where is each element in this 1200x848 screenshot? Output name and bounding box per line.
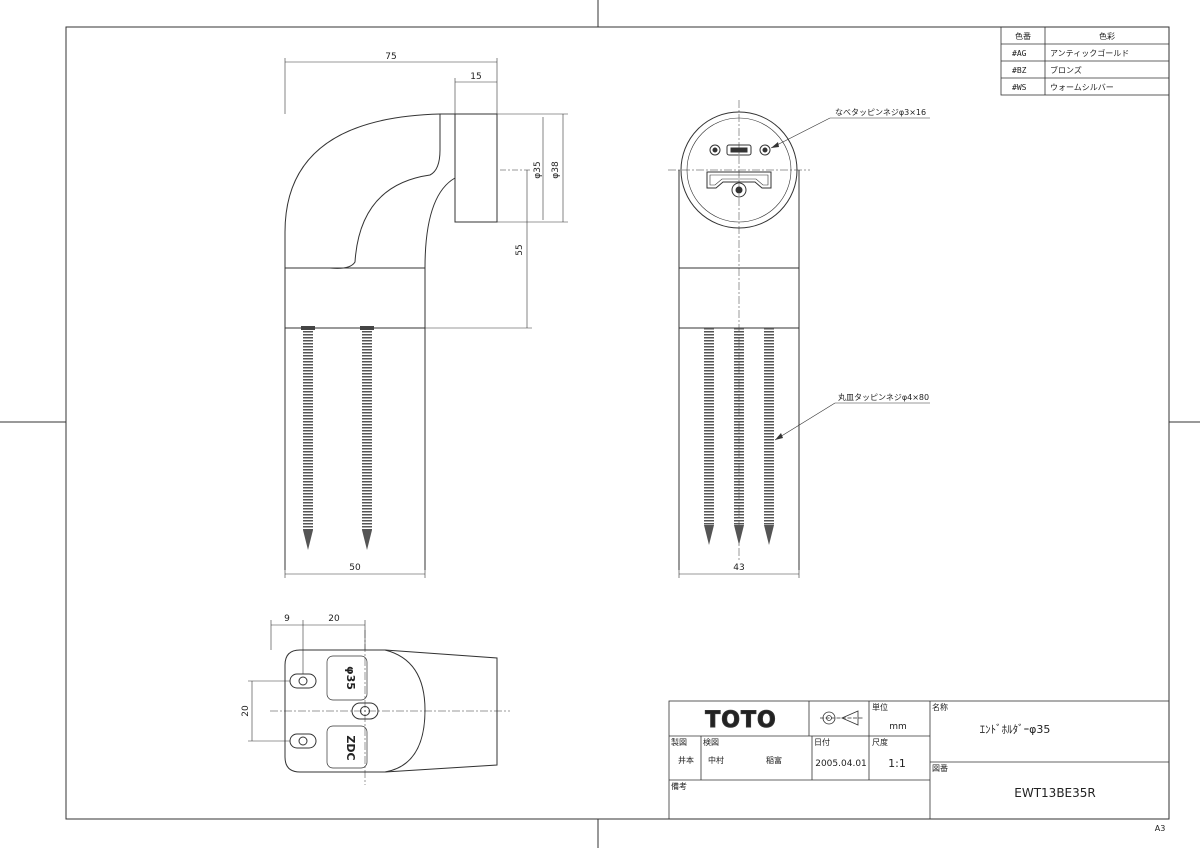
sheet-size: A3: [1155, 824, 1166, 833]
unit-label: 単位: [872, 702, 888, 712]
projection-symbol-icon: [820, 710, 864, 726]
color-table-code-header: 色番: [1015, 31, 1031, 41]
side-view: 75 15 φ35 φ38 55 50: [284, 52, 568, 578]
product-name: ｴﾝﾄﾞﾎﾙﾀﾞｰφ35: [980, 723, 1051, 736]
plan-material-mark: ZDC: [344, 735, 357, 760]
dim-inner-dia: φ35: [533, 161, 543, 178]
toto-logo: TOTO: [705, 708, 776, 733]
callout-long-screw: 丸皿タッピンネジφ4×80: [838, 392, 929, 402]
color-name-bz: ブロンズ: [1050, 65, 1082, 75]
dim-height: 55: [515, 244, 525, 255]
dim-base-width-front: 43: [733, 563, 744, 573]
dim-plan-vertical: 20: [241, 705, 251, 717]
approved-value: 稲富: [766, 755, 782, 765]
front-screws: [704, 328, 774, 545]
scale-label: 尺度: [872, 737, 888, 747]
dim-base-width-side: 50: [349, 563, 361, 573]
checked-label: 検図: [703, 737, 719, 747]
color-table-name-header: 色彩: [1099, 31, 1115, 41]
dim-plan-offset: 9: [284, 614, 290, 624]
checked-value: 中村: [708, 755, 724, 765]
title-block: TOTO 単位 mm 名称 ｴﾝﾄﾞﾎﾙﾀﾞｰφ35 製図 井本 検図 中村 稲…: [668, 700, 1170, 820]
side-screw-left: [301, 326, 315, 550]
dim-plan-spacing: 20: [328, 614, 340, 624]
remarks-label: 備考: [671, 781, 687, 791]
drawing-number: EWT13BE35R: [1014, 786, 1095, 800]
color-code-bz: #BZ: [1012, 66, 1027, 75]
date-label: 日付: [814, 737, 830, 747]
scale-value: 1:1: [888, 757, 906, 770]
callout-small-screw: なべタッピンネジφ3×16: [835, 108, 926, 117]
color-name-ws: ウォームシルバー: [1050, 83, 1114, 92]
dim-outer-dia: φ38: [551, 161, 561, 179]
drawing-no-label: 図番: [932, 763, 948, 773]
unit-value: mm: [889, 722, 907, 732]
color-name-ag: アンティックゴールド: [1050, 48, 1129, 58]
color-code-ws: #WS: [1012, 83, 1027, 92]
dim-pipe-length: 15: [470, 72, 481, 82]
drawn-value: 井本: [678, 755, 694, 765]
name-label: 名称: [932, 702, 948, 712]
front-view: なべタッピンネジφ3×16 丸皿タッピンネジφ4×80 43: [668, 100, 930, 578]
color-table: 色番 色彩 #AG アンティックゴールド #BZ ブロンズ #WS ウォームシル…: [1000, 26, 1170, 96]
drawn-label: 製図: [671, 737, 687, 747]
plan-dia-mark: φ35: [344, 666, 357, 690]
plan-view: φ35 ZDC 9 20 20: [241, 614, 510, 785]
side-screw-right: [360, 326, 374, 550]
date-value: 2005.04.01: [815, 759, 867, 769]
dim-overall-width: 75: [385, 52, 396, 62]
color-code-ag: #AG: [1012, 49, 1027, 58]
